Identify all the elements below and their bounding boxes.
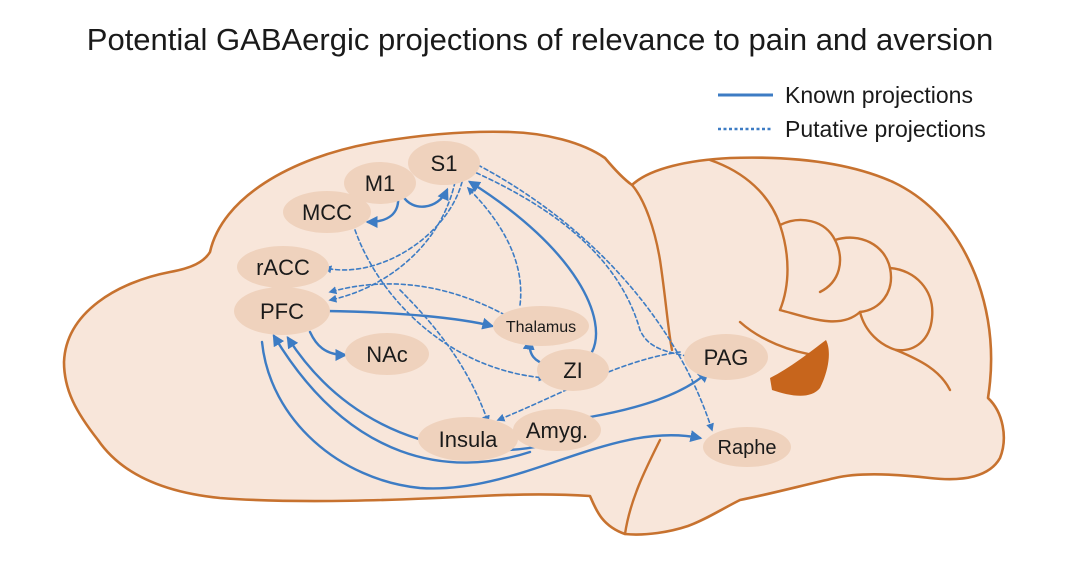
brainstem-line [623, 438, 662, 536]
arrow-pfc-loop-to-raphe [260, 340, 703, 490]
arrow-s1-to-pfc [328, 181, 456, 303]
arrow-pfc-to-insula [399, 289, 490, 424]
arrow-s1-to-pag [469, 169, 694, 360]
region-pag-label: PAG [704, 345, 749, 370]
legend: Known projections Putative projections [718, 82, 986, 142]
arrow-amyg-to-pag [588, 370, 710, 419]
arrow-mcc-to-zi [354, 229, 547, 382]
arrow-s1-to-racc [323, 181, 463, 274]
region-pag: PAG [684, 334, 768, 380]
region-pfc-label: PFC [260, 299, 304, 324]
region-s1-label: S1 [431, 151, 458, 176]
arrow-zi-to-s1 [467, 180, 598, 354]
arrow-insula-to-pfc [272, 333, 532, 464]
legend-putative-label: Putative projections [785, 116, 986, 142]
arrow-s1-to-raphe [477, 164, 714, 432]
cerebellum-fold [778, 308, 862, 323]
region-zi: ZI [537, 349, 609, 391]
cerebellum-fold [858, 310, 898, 352]
region-nac-label: NAc [366, 342, 408, 367]
region-thalamus-label: Thalamus [506, 319, 576, 336]
region-zi-label: ZI [563, 358, 583, 383]
cerebellum-fold [630, 183, 674, 352]
region-racc: rACC [237, 246, 329, 288]
region-racc-label: rACC [256, 255, 310, 280]
region-mcc-label: MCC [302, 200, 352, 225]
region-thalamus: Thalamus [493, 306, 589, 346]
region-mcc: MCC [283, 191, 371, 233]
arrow-thalamus-to-s1 [466, 186, 522, 306]
region-insula: Insula [418, 417, 518, 461]
region-m1-label: M1 [365, 171, 396, 196]
legend-known-label: Known projections [785, 82, 973, 108]
cerebellum-fold [888, 266, 934, 352]
region-raphe-label: Raphe [718, 437, 777, 459]
ventricle [770, 340, 829, 396]
region-m1: M1 [344, 162, 416, 204]
region-amyg: Amyg. [513, 409, 601, 451]
arrow-m1-to-s1 [401, 187, 449, 208]
region-insula-label: Insula [439, 427, 498, 452]
region-pfc: PFC [234, 287, 330, 335]
arrow-thalamus-to-pfc [328, 283, 506, 316]
region-nac: NAc [345, 333, 429, 375]
diagram-title: Potential GABAergic projections of relev… [87, 22, 993, 57]
cerebellum-fold [894, 348, 952, 392]
arrow-pfc-to-nac [308, 330, 348, 361]
region-raphe: Raphe [703, 427, 791, 467]
brain-regions: S1 M1 MCC rACC PFC NAc Thalamus ZI [234, 141, 791, 467]
region-s1: S1 [408, 141, 480, 185]
region-amyg-label: Amyg. [526, 418, 588, 443]
